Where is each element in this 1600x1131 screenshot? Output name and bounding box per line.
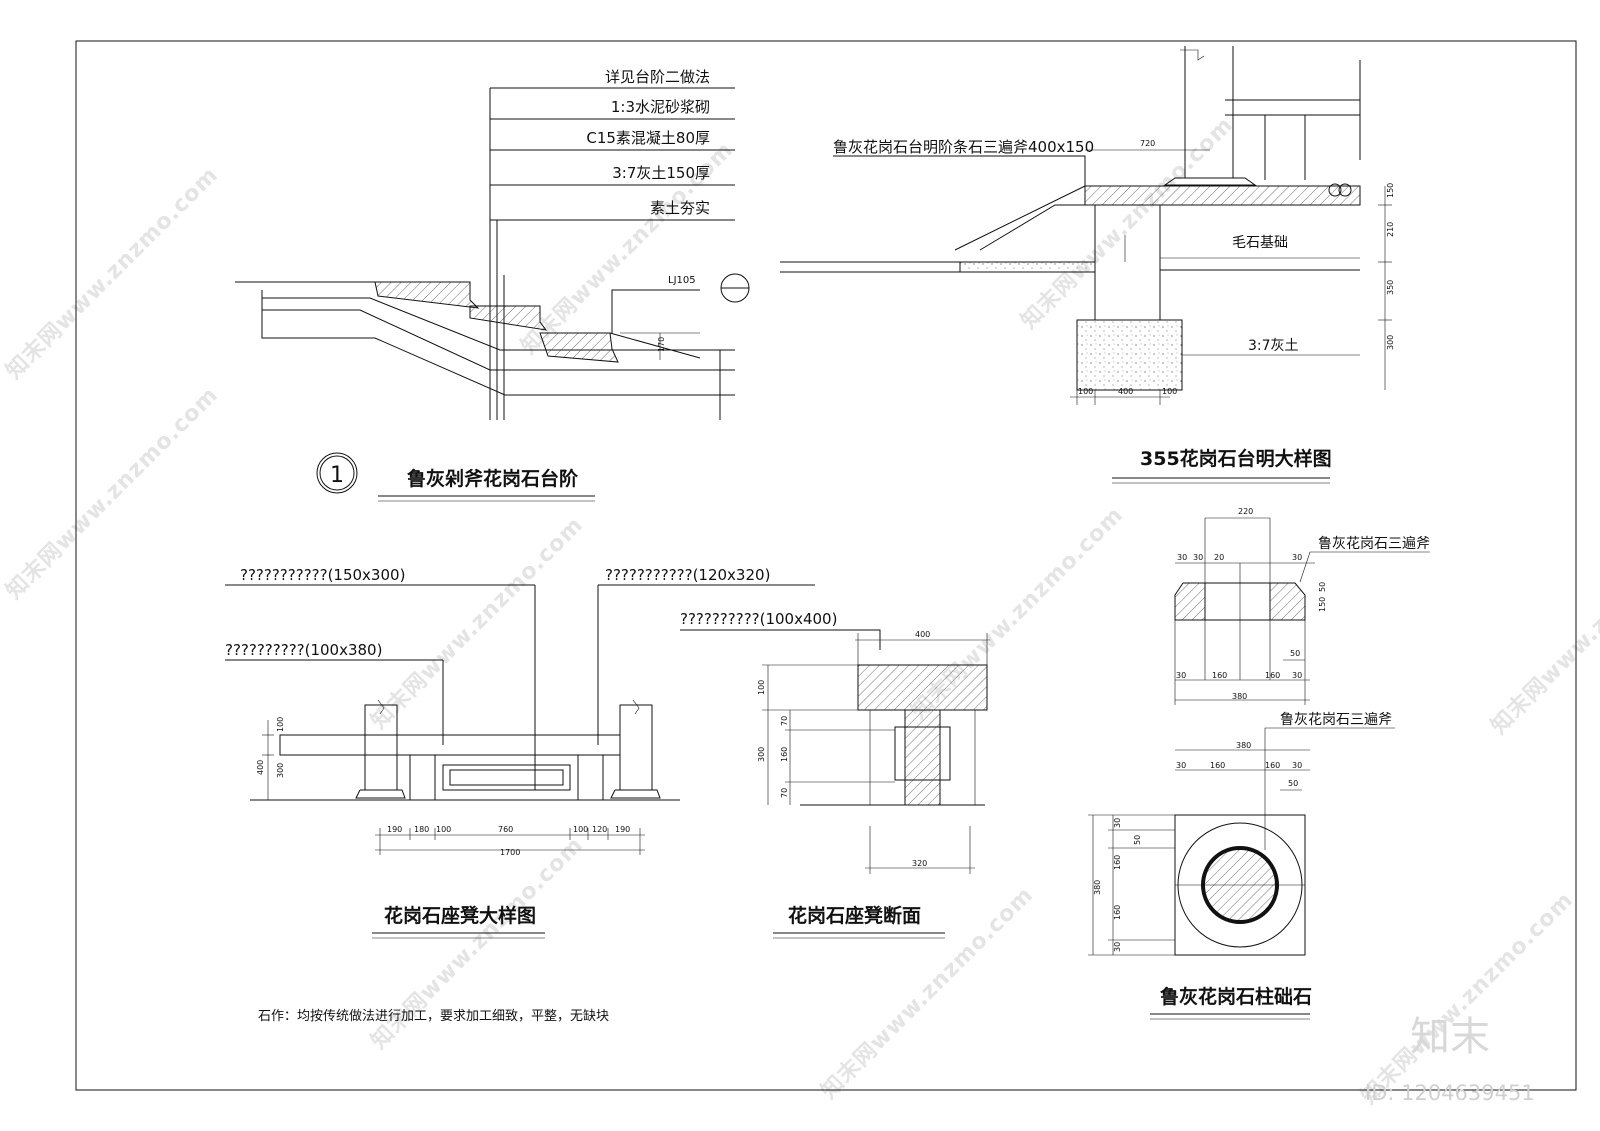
dim-text: 400 (1118, 387, 1133, 396)
dim-text: 400 (256, 760, 265, 775)
dim-text: 50 (1288, 779, 1298, 788)
watermark-text: 知末网www.znzmo.com (1, 162, 224, 385)
dim-text: 100 (573, 825, 588, 834)
dim-text: 20 (1214, 553, 1224, 562)
dim-text: 100 (1162, 387, 1177, 396)
dim-text: 50 (1133, 835, 1142, 845)
dim-text: 160 (1212, 671, 1227, 680)
material-label: 鲁灰花岗石三遍斧 (1318, 536, 1430, 552)
dim-text: 100 (757, 680, 766, 695)
id-text: ID: 1204639451 (1365, 1081, 1535, 1105)
label-lime: 3:7灰土 (1248, 338, 1299, 354)
dim-text: 720 (1140, 139, 1155, 148)
detail-number-circle (316, 452, 358, 494)
dim-text: 380 (1236, 741, 1251, 750)
dim-text: 210 (1386, 222, 1395, 237)
detail-number: 1 (330, 463, 344, 488)
general-note: 石作：均按传统做法进行加工，要求加工细致，平整，无缺块 (258, 1009, 609, 1024)
watermark-text: 知末网www.znzmo.com (366, 512, 589, 735)
step-detail: 详见台阶二做法 1:3水泥砂浆砌 C15素混凝土80厚 3:7灰土150厚 素土… (235, 68, 750, 502)
dim-text: 170 (657, 337, 666, 352)
layer-label: C15素混凝土80厚 (586, 129, 710, 147)
dim-text: 30 (1176, 761, 1186, 770)
dim-text: 160 (1210, 761, 1225, 770)
dim-text: 160 (1113, 855, 1122, 870)
bench-section: ??????????(100x400) 400 100 70 160 70 30… (680, 610, 990, 939)
dim-text: 100 (1078, 387, 1093, 396)
dim-text: 30 (1177, 553, 1187, 562)
dim-text: 160 (1265, 671, 1280, 680)
dim-text: 760 (498, 825, 513, 834)
dim-text: 350 (1386, 280, 1395, 295)
dim-text: 300 (1386, 335, 1395, 350)
dim-text: 160 (1113, 905, 1122, 920)
dim-text: 120 (592, 825, 607, 834)
material-label: 鲁灰花岗石三遍斧 (1280, 712, 1392, 728)
column-base: 鲁灰花岗石三遍斧 220 30 30 20 30 50 150 50 30 16… (1088, 507, 1430, 1020)
callout-text: ???????????(150x300) (240, 566, 405, 584)
layer-label: 素土夯实 (650, 199, 710, 217)
dim-text: 100 (436, 825, 451, 834)
callout-text: ??????????(100x400) (680, 610, 837, 628)
watermark-text: 知末网www.znzmo.com (1356, 887, 1579, 1110)
layer-label: 1:3水泥砂浆砌 (611, 98, 710, 116)
watermark-text: 知末网www.znzmo.com (1486, 517, 1600, 740)
dim-text: 100 (276, 717, 285, 732)
dim-text: 180 (414, 825, 429, 834)
dim-text: 50 (1290, 649, 1300, 658)
watermark-text: 知末网www.znzmo.com (1, 382, 224, 605)
dim-text: 70 (780, 716, 789, 726)
ref-tag: LJ105 (668, 275, 696, 286)
dim-text: 320 (912, 859, 927, 868)
label-foundation: 毛石基础 (1232, 234, 1288, 251)
callout-text: 鲁灰花岗石台明阶条石三遍斧400x150 (833, 138, 1094, 156)
dim-text: 1700 (500, 848, 520, 857)
dim-text: 220 (1238, 507, 1253, 516)
brand-logo: 知末 (1410, 1014, 1490, 1060)
dim-text: 50 (1318, 582, 1327, 592)
dim-text: 30 (1176, 671, 1186, 680)
dim-text: 300 (276, 763, 285, 778)
layer-label: 3:7灰土150厚 (612, 164, 710, 182)
callout-text: ??????????(100x380) (225, 641, 382, 659)
callout-text: ???????????(120x320) (605, 566, 770, 584)
dim-text: 30 (1113, 942, 1122, 952)
dim-text: 30 (1193, 553, 1203, 562)
dim-text: 190 (615, 825, 630, 834)
detail-title: 355花岗石台明大样图 (1140, 447, 1332, 470)
dim-text: 70 (780, 788, 789, 798)
dim-text: 190 (387, 825, 402, 834)
detail-title: 花岗石座凳大样图 (384, 904, 536, 927)
layer-label: 详见台阶二做法 (605, 68, 710, 86)
dim-text: 150 (1318, 597, 1327, 612)
dim-text: 160 (780, 747, 789, 762)
detail-title: 鲁灰花岗石柱础石 (1159, 985, 1312, 1008)
sheet-frame (75, 40, 1577, 1091)
dim-text: 380 (1093, 880, 1102, 895)
bench-detail: ???????????(150x300) ???????????(120x320… (225, 566, 815, 939)
dim-text: 30 (1292, 671, 1302, 680)
dim-text: 30 (1292, 553, 1302, 562)
platform-detail: 鲁灰花岗石台明阶条石三遍斧400x150 720 毛石基础 (780, 46, 1395, 484)
detail-title: 鲁灰剁斧花岗石台阶 (406, 467, 579, 490)
detail-title: 花岗石座凳断面 (788, 904, 921, 927)
dim-text: 30 (1292, 761, 1302, 770)
dim-text: 380 (1232, 692, 1247, 701)
dim-text: 30 (1113, 818, 1122, 828)
dim-text: 150 (1386, 183, 1395, 198)
dim-text: 300 (757, 747, 766, 762)
dim-text: 400 (915, 630, 930, 639)
dim-text: 160 (1265, 761, 1280, 770)
